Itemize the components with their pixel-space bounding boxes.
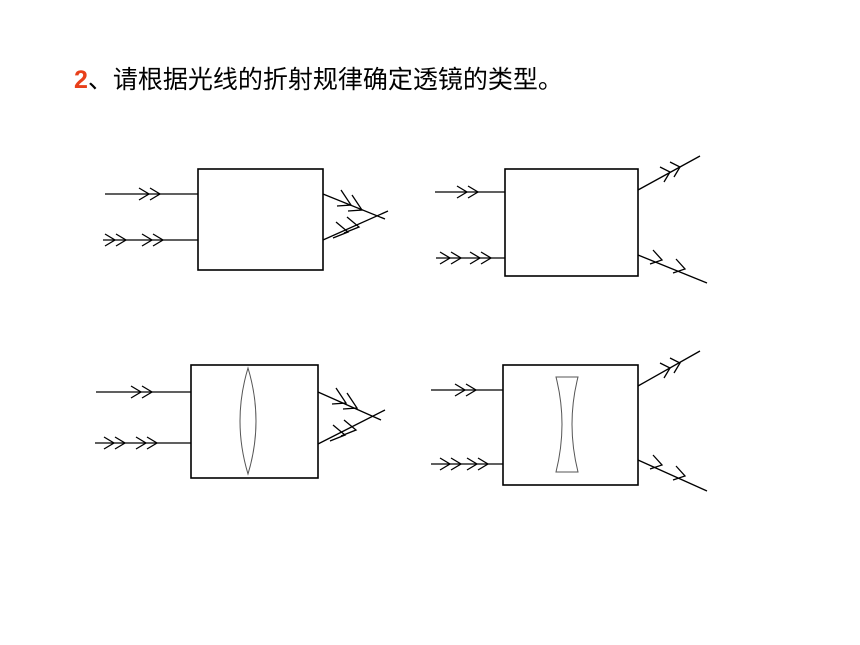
arrowhead [347, 194, 364, 212]
arrowhead [672, 258, 687, 274]
arrowhead [141, 385, 154, 399]
arrowhead [115, 233, 128, 247]
outgoing-ray [317, 391, 382, 421]
outgoing-ray [322, 210, 389, 241]
arrowhead [141, 233, 154, 247]
arrowhead [649, 249, 664, 265]
arrowhead [331, 387, 348, 405]
arrowhead [469, 251, 482, 265]
arrowhead [104, 233, 117, 247]
unknown-lens-box [197, 168, 324, 271]
panel-bottom-right [431, 350, 708, 492]
arrowhead [103, 436, 116, 450]
arrowhead [450, 457, 463, 471]
arrowhead [138, 187, 151, 201]
arrowhead [456, 185, 469, 199]
arrowhead [336, 189, 353, 207]
arrowhead [439, 251, 452, 265]
arrowhead [340, 419, 358, 437]
arrowhead [465, 383, 478, 397]
arrowhead [659, 362, 671, 379]
arrowhead [659, 166, 671, 183]
arrowhead [329, 424, 347, 442]
question-text: 、请根据光线的折射规律确定透镜的类型。 [87, 65, 563, 94]
arrowhead [149, 187, 162, 201]
unknown-lens-box [504, 168, 639, 277]
lens-box [190, 364, 319, 479]
arrowhead [649, 454, 664, 470]
outgoing-ray [637, 459, 708, 492]
arrowhead [467, 185, 480, 199]
outgoing-ray [322, 193, 386, 220]
lens-box [502, 364, 639, 486]
arrowhead [114, 436, 127, 450]
arrowhead [669, 161, 681, 178]
arrowhead [332, 221, 350, 239]
arrowhead [450, 251, 463, 265]
arrowhead [466, 457, 479, 471]
arrowhead [342, 392, 359, 410]
convex-lens [239, 366, 257, 476]
arrowhead [343, 216, 361, 234]
arrowhead [480, 251, 493, 265]
arrowhead [669, 357, 681, 374]
panel-top-left [103, 168, 389, 271]
arrowhead [454, 383, 467, 397]
concave-lens [555, 376, 579, 473]
arrowhead [439, 457, 452, 471]
panel-bottom-left [95, 364, 386, 479]
arrowhead [135, 436, 148, 450]
panel-top-right [435, 155, 708, 284]
question-number: 2 [74, 66, 88, 94]
arrowhead [130, 385, 143, 399]
arrowhead [146, 436, 159, 450]
arrowhead [152, 233, 165, 247]
arrowhead [672, 465, 687, 481]
arrowhead [477, 457, 490, 471]
outgoing-ray [637, 254, 708, 284]
question-title: 2、请根据光线的折射规律确定透镜的类型。 [74, 62, 563, 98]
